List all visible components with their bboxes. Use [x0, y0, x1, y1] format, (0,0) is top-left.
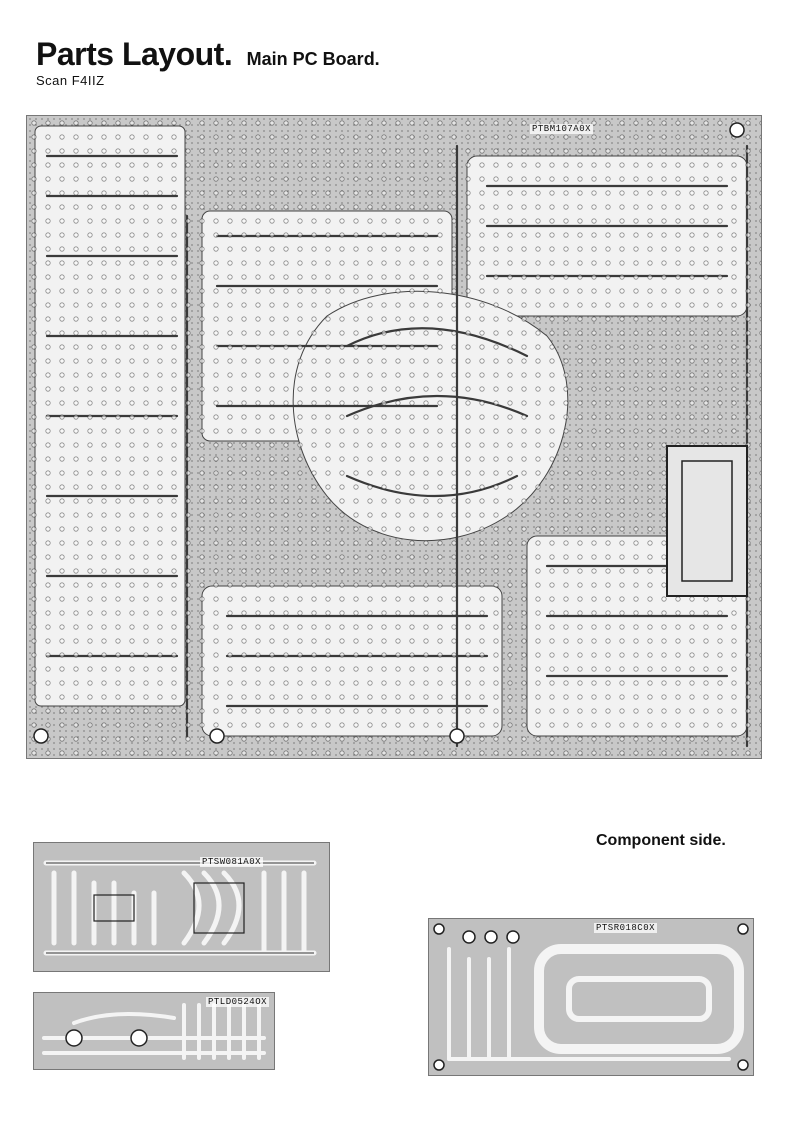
led-board-label: PTLD0524OX — [206, 997, 270, 1007]
sensor-board-label: PTSR018C0X — [594, 923, 658, 933]
led-board-image: PTLD0524OX — [33, 992, 275, 1070]
switch-board-artwork — [34, 843, 329, 971]
page-title: Parts Layout. — [36, 36, 233, 72]
switch-board-label: PTSW081A0X — [200, 857, 264, 867]
main-board-label: PTBM107A0X — [530, 124, 594, 134]
scan-credit: Scan F4IIZ — [36, 73, 105, 88]
sensor-board-image: PTSR018C0X — [428, 918, 754, 1076]
page-subtitle: Main PC Board. — [246, 49, 380, 69]
main-pc-board-image: PTBM107A0X — [26, 115, 762, 759]
page-header: Parts Layout. Main PC Board. Scan F4IIZ — [36, 36, 380, 88]
switch-board-image: PTSW081A0X — [33, 842, 330, 972]
sensor-board-artwork — [429, 919, 753, 1075]
main-board-artwork — [27, 116, 761, 758]
component-side-caption: Component side. — [596, 832, 726, 849]
